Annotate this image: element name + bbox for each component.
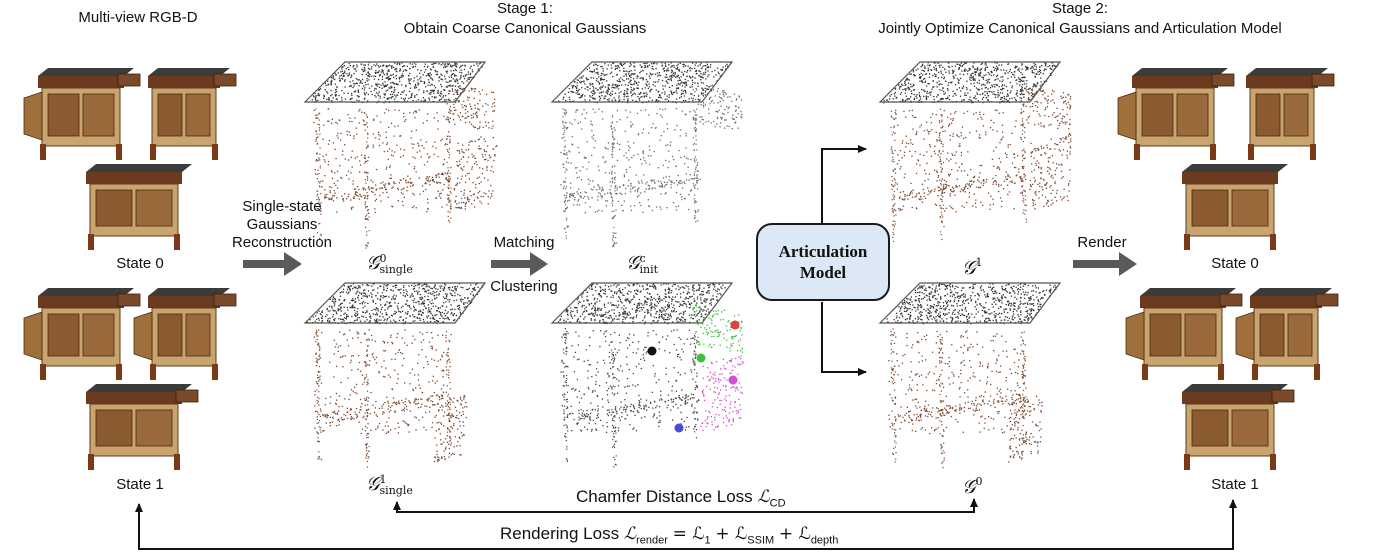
arrow-matching xyxy=(491,252,548,276)
render-state1-view2 xyxy=(133,288,237,380)
render-state0-view1 xyxy=(23,68,141,160)
stage1-subtitle: Obtain Coarse Canonical Gaussians xyxy=(403,20,647,37)
multiview-header: Multi-view RGB-D xyxy=(78,9,198,26)
reconstruction-label-3: Reconstruction xyxy=(231,234,333,251)
arrow-to-g1 xyxy=(821,145,867,223)
matching-label: Matching xyxy=(493,234,555,251)
state0-right-label: State 0 xyxy=(1211,255,1259,272)
articulation-model-label-1: Articulation xyxy=(778,242,868,261)
articulation-model-label-2: Model xyxy=(799,263,847,282)
cluster-dot-black xyxy=(647,346,657,356)
render-right-state0-view1 xyxy=(1117,68,1235,160)
cloud-clustered xyxy=(550,282,744,468)
render-state0-view2 xyxy=(148,68,237,160)
cluster-dot-magenta xyxy=(728,375,738,385)
render-right-state1-view2 xyxy=(1235,288,1339,380)
cloud-g-single-1 xyxy=(303,282,487,468)
render-state1-view1 xyxy=(23,288,141,380)
cloud-g-init xyxy=(550,61,743,247)
articulation-model-box: Articulation Model xyxy=(756,223,890,301)
cloud-g1 xyxy=(878,61,1072,242)
render-right-state0-view3 xyxy=(1182,164,1288,250)
clustering-label: Clustering xyxy=(490,278,558,295)
arrow-render xyxy=(1073,252,1137,276)
render-right-state1-view1 xyxy=(1125,288,1243,380)
g1-label: 𝒢1 xyxy=(962,256,983,279)
cluster-dot-green xyxy=(696,353,706,363)
render-right-state0-view2 xyxy=(1246,68,1335,160)
cloud-g-single-0 xyxy=(303,61,498,249)
render-state0-view3 xyxy=(86,164,192,250)
state1-right-label: State 1 xyxy=(1211,476,1259,493)
stage2-subtitle: Jointly Optimize Canonical Gaussians and… xyxy=(878,20,1282,37)
arrow-reconstruction xyxy=(243,252,302,276)
state1-left-label: State 1 xyxy=(116,476,164,493)
g0-label: 𝒢0 xyxy=(962,475,983,498)
cluster-dot-blue xyxy=(674,423,684,433)
chamfer-loss-label: Chamfer Distance Loss ℒCD xyxy=(576,487,786,510)
render-label: Render xyxy=(1077,234,1127,251)
reconstruction-label-1: Single-state xyxy=(242,198,322,215)
cluster-dot-red xyxy=(730,320,740,330)
rendering-loss-label: Rendering Loss ℒrender = ℒ1 + ℒSSIM + ℒd… xyxy=(500,524,839,547)
stage1-title: Stage 1: xyxy=(497,0,553,17)
stage2-title: Stage 2: xyxy=(1052,0,1108,17)
render-state1-view3 xyxy=(86,384,199,470)
cloud-g0 xyxy=(878,282,1062,469)
state0-left-label: State 0 xyxy=(116,255,164,272)
reconstruction-label-2: Gaussians xyxy=(246,216,318,233)
render-right-state1-view3 xyxy=(1182,384,1295,470)
arrow-to-g0 xyxy=(821,302,867,376)
